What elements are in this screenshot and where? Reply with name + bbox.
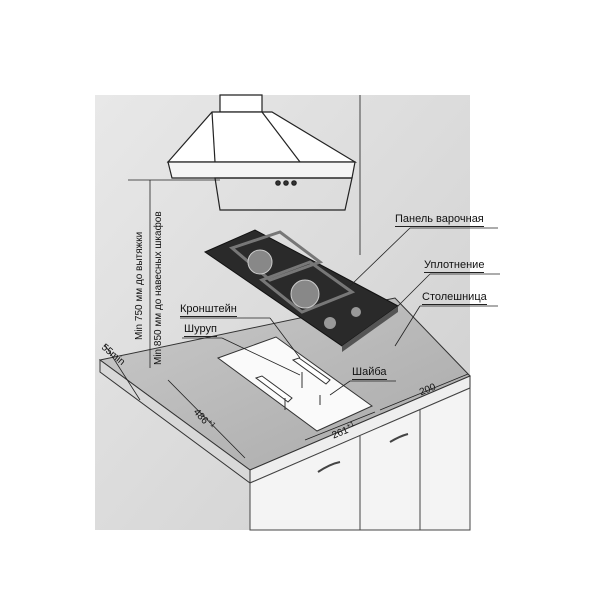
label-bracket: Кронштейн (180, 303, 237, 317)
cabinets (249, 387, 471, 531)
bracket-assembly (254, 357, 331, 410)
dim-min-cabinets: Min 850 мм до навесных шкафов (153, 211, 164, 365)
label-countertop: Столешница (422, 291, 487, 305)
label-seal: Уплотнение (424, 259, 485, 273)
dim-min-hood: Min 750 мм до вытяжки (134, 231, 145, 340)
range-hood (166, 94, 358, 211)
gas-hob (203, 229, 399, 352)
label-hob: Панель варочная (395, 213, 484, 227)
dimension-lines (104, 179, 469, 459)
cutout (216, 336, 373, 432)
label-washer: Шайба (352, 366, 387, 380)
leader-lines (180, 227, 500, 396)
label-screw: Шуруп (184, 323, 217, 337)
